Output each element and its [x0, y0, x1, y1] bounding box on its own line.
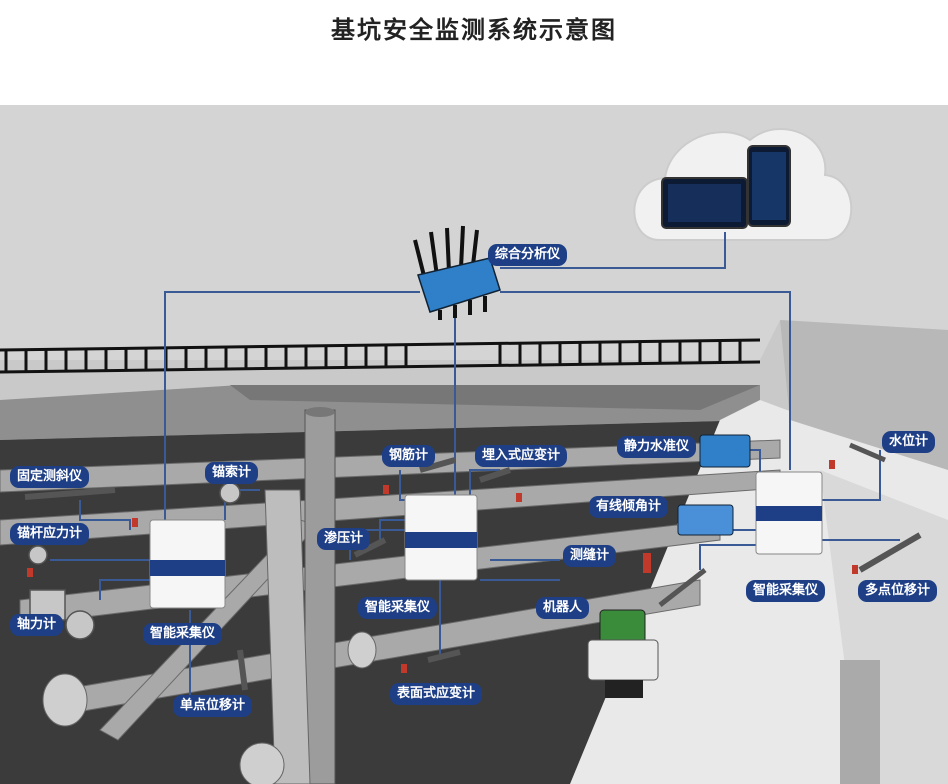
pit-inner-ledge: [230, 385, 760, 410]
cloud-platform: [633, 128, 853, 241]
label-anchor-rod: 锚杆应力计: [10, 523, 90, 545]
label-wired-tilt: 有线倾角计: [589, 496, 669, 518]
label-surface-strain: 表面式应变计: [390, 683, 483, 705]
label-piezometer: 渗压计: [317, 528, 371, 550]
label-collector-right: 智能采集仪: [746, 580, 826, 602]
vertical-column: [304, 409, 336, 784]
robot-total-station: [587, 609, 659, 698]
label-crack: 测缝计: [563, 545, 617, 567]
label-axial: 轴力计: [10, 614, 64, 636]
pipe-end-left: [42, 673, 88, 727]
railing: [0, 338, 761, 374]
wired-tilt-device: [677, 504, 734, 536]
page-title: 基坑安全监测系统示意图: [331, 16, 617, 44]
label-rebar: 钢筋计: [382, 445, 436, 467]
label-anchor-cable: 锚索计: [205, 462, 259, 484]
column-top: [305, 407, 335, 417]
label-multipoint: 多点位移计: [858, 580, 938, 602]
label-collector-left: 智能采集仪: [143, 623, 223, 645]
label-hydrostatic: 静力水准仪: [617, 436, 697, 458]
label-fixed-inclinometer: 固定测斜仪: [10, 466, 90, 488]
comprehensive-analyzer-device: [413, 225, 501, 320]
collector-left-device: [149, 519, 226, 609]
collector-mid-device: [404, 494, 478, 581]
collector-right-device: [755, 471, 823, 555]
label-collector-mid: 智能采集仪: [358, 597, 438, 619]
right-curb-block: [840, 660, 880, 784]
red-markers: [27, 460, 858, 673]
label-analyzer: 综合分析仪: [488, 244, 568, 266]
label-embedded-strain: 埋入式应变计: [475, 445, 568, 467]
signal-wires: [50, 232, 900, 700]
label-water-level: 水位计: [882, 431, 936, 453]
label-robot: 机器人: [536, 597, 590, 619]
pipe-end-mid: [347, 631, 377, 669]
hydrostatic-device: [699, 434, 751, 468]
lattice-column: [264, 489, 311, 784]
label-single-point: 单点位移计: [173, 695, 253, 717]
pipe-end-bottom: [239, 742, 285, 784]
